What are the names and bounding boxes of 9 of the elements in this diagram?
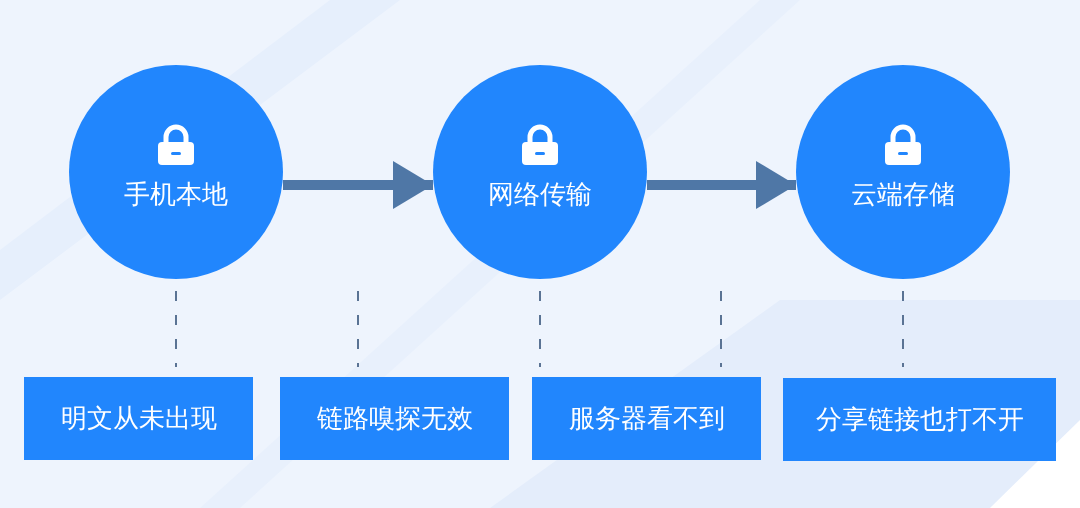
arrow: [647, 161, 796, 209]
result-box: 链路嗅探无效: [280, 377, 509, 460]
result-box: 明文从未出现: [24, 377, 253, 460]
stage-label: 手机本地: [123, 180, 229, 209]
arrow: [283, 161, 433, 209]
stage-label: 云端存储: [850, 180, 956, 209]
stage-label: 网络传输: [487, 180, 593, 209]
result-box: 分享链接也打不开: [783, 378, 1056, 461]
result-box: 服务器看不到: [532, 377, 761, 460]
